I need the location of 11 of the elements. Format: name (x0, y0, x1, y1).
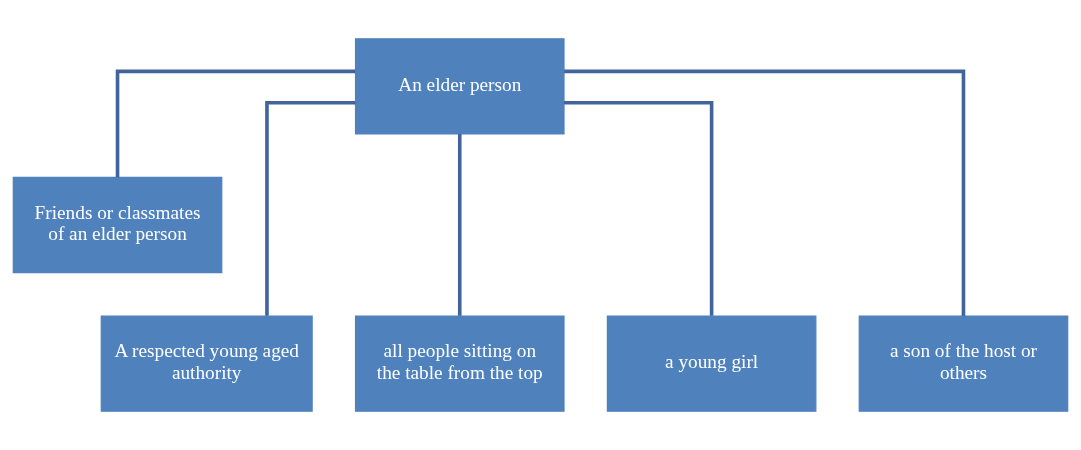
connector (115, 69, 356, 178)
connector (564, 100, 714, 316)
node-box: Friends or classmates of an elder person (12, 176, 223, 274)
connector (265, 100, 356, 316)
node-box: An elder person (354, 38, 565, 135)
connector (564, 69, 966, 316)
node-box: a young girl (606, 315, 817, 412)
node-box: all people sitting on the table from the top (354, 315, 565, 412)
node-box: a son of the host or others (858, 315, 1069, 412)
node-box: A respected young aged authority (100, 315, 313, 412)
connector (457, 134, 462, 316)
